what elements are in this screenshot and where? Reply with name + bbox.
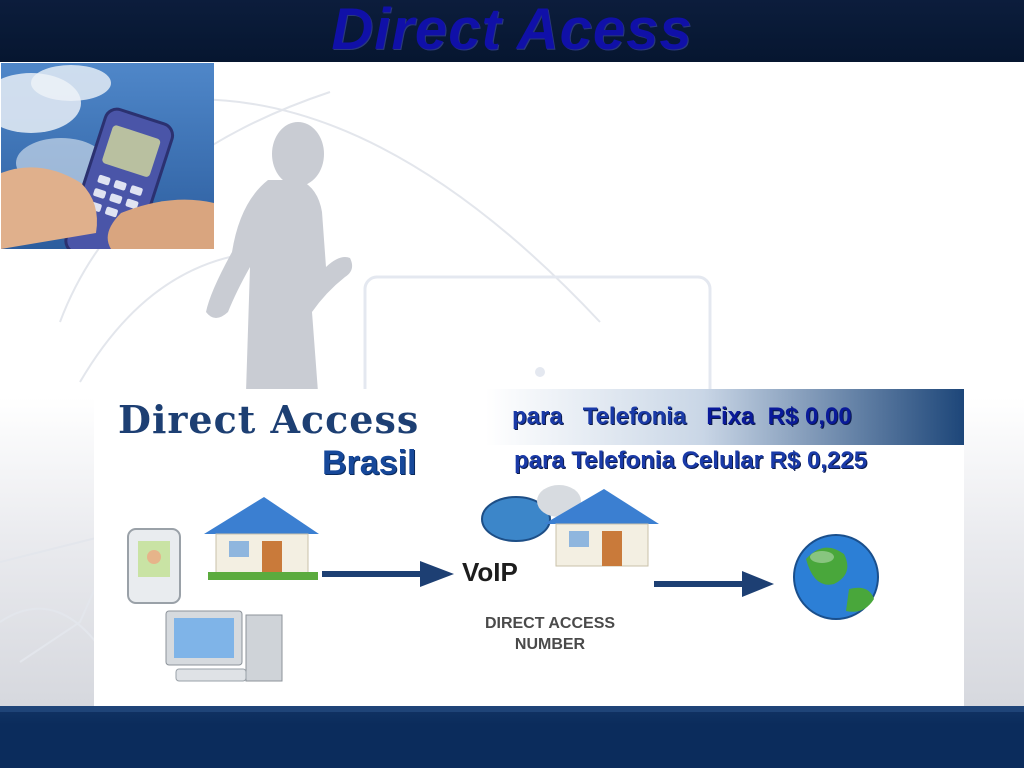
- top-bar: Direct Acess: [0, 0, 1024, 62]
- banner-logo: Direct Access: [118, 397, 420, 442]
- house-icon: [544, 489, 659, 567]
- computer-icon: [165, 610, 283, 682]
- arrow-icon: [654, 571, 774, 597]
- price-mobile-line: para Telefonia Celular R$ 0,225: [514, 447, 868, 474]
- slide-title: Direct Acess: [331, 0, 693, 62]
- caption-line-1: DIRECT ACCESS: [484, 615, 616, 632]
- mobile-phone-icon: [127, 528, 181, 604]
- voip-label: VoIP: [462, 557, 518, 587]
- price-fixed-prefix: para Telefonia: [512, 403, 687, 430]
- caption-line-2: NUMBER: [514, 636, 586, 653]
- arrow-icon: [322, 561, 454, 587]
- country-label: Brasil: [322, 444, 417, 482]
- direct-access-banner: Direct Access Brasil para Telefonia Fixa…: [94, 389, 964, 706]
- network-diagram: VoIP: [127, 485, 879, 682]
- price-fixed-value: Fixa R$ 0,00: [706, 403, 852, 430]
- price-fixed-line: para Telefonia Fixa R$ 0,00: [512, 403, 852, 431]
- bottom-bar: [0, 706, 1024, 768]
- direct-access-number-caption: DIRECT ACCESS NUMBER: [460, 613, 640, 655]
- house-icon: [204, 497, 319, 580]
- bottom-bar-stripe: [0, 706, 1024, 712]
- phone-photo: [1, 63, 214, 249]
- banner-header: [94, 389, 964, 445]
- globe-icon: [793, 534, 879, 620]
- runner-silhouette: [206, 122, 353, 392]
